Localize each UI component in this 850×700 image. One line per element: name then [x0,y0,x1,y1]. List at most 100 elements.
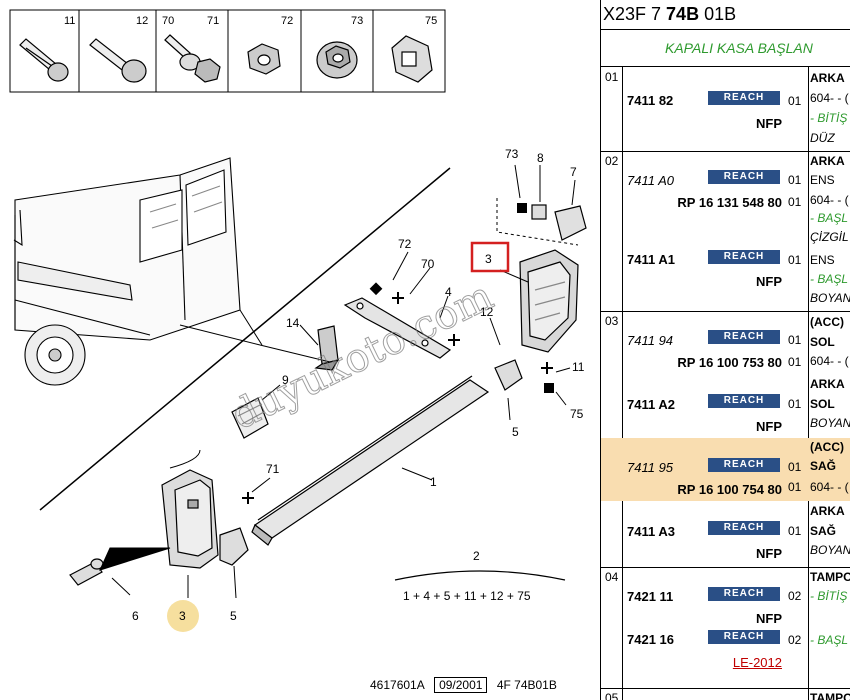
footer-code: 4F 74B01B [496,678,557,692]
part-number[interactable]: 7411 A2 [627,397,675,412]
callout-71: 71 [266,462,280,476]
description-line: - BİTİŞ [810,111,848,125]
quantity: 01 [788,195,802,209]
cap-part-5-upper [494,359,523,391]
icon-label-75: 75 [425,15,437,27]
table-row[interactable]: 7411 A0 REACH 01 01 RP 16 131 548 80 ARK… [601,151,850,249]
description-line: 604- - ( [810,354,849,368]
callout-7: 7 [570,165,577,179]
part-number[interactable]: 7411 A0 [627,173,674,188]
callout-11: 11 [572,360,585,374]
fastener-icon-strip [9,9,446,93]
group-number: 02 [605,154,619,168]
quantity: 01 [788,94,802,108]
quantity: 01 [788,524,802,538]
callout-3-lower: 3 [179,609,186,623]
parts-group-05: 05 TAMPO [601,688,850,700]
hex-nut-icon [247,43,281,75]
parts-group-01: 01 7411 82 REACH 01 NFP ARKA 604- - ( - … [601,67,850,152]
table-row[interactable]: 7411 A1 REACH 01 NFP ENS - BAŞL BOYAN [601,249,850,311]
part-number[interactable]: 7411 A3 [627,524,675,539]
part-number[interactable]: 7411 95 [627,460,674,475]
description-line: ARKA [810,377,845,391]
table-row-highlighted[interactable]: 7411 95 REACH 01 01 RP 16 100 754 80 (AC… [601,438,850,501]
table-row[interactable]: 7411 A3 REACH 01 NFP ARKA SAĞ BOYAN [601,501,850,567]
quantity: 01 [788,355,802,369]
callout-75: 75 [570,407,584,421]
description-line: SAĞ [810,524,837,538]
part-code: RP 16 131 548 80 [677,195,782,210]
description-line: - BAŞL [810,211,849,225]
parts-table-panel: X23F 7 74B 01B KAPALI KASA BAŞLAN 01 741… [600,0,850,700]
quantity: 01 [788,173,802,187]
section-subtitle: KAPALI KASA BAŞLAN [601,30,850,67]
table-row[interactable]: 7411 A2 REACH 01 NFP ARKA SOL BOYAN [601,371,850,437]
cap-part-5-lower [219,527,249,566]
part-number[interactable]: 7411 A1 [627,252,675,267]
formula-brace [394,570,566,581]
part-number[interactable]: 7411 94 [627,333,674,348]
van-pointer [179,309,263,346]
reach-badge: REACH [708,630,780,644]
description-line: DÜZ [810,131,835,145]
strip-part-9 [231,397,269,439]
table-row[interactable]: 7421 11 REACH 02 NFP TAMPO - BİTİŞ [601,567,850,629]
description-line: SAĞ [810,459,837,473]
part-number[interactable]: 7411 82 [627,93,674,108]
col-divider [622,151,623,311]
square-nut-part-72 [369,282,383,296]
callout-8: 8 [537,151,544,165]
col-divider [808,567,809,688]
plug-part-6 [69,558,104,586]
formula-text: 1 + 4 + 5 + 11 + 12 + 75 [403,589,531,603]
clip-fastener-icon [391,35,433,83]
parts-group-02: 02 7411 A0 REACH 01 01 RP 16 131 548 80 … [601,151,850,312]
description-line: - BİTİŞ [810,589,848,603]
group-number: 04 [605,570,619,584]
group-number: 01 [605,70,619,84]
description-line: SOL [810,397,835,411]
carriage-bolt-icon [89,38,147,83]
icon-label-71: 71 [207,15,219,27]
reach-badge: REACH [708,170,780,184]
icon-label-12: 12 [136,15,148,27]
bracket-part-4 [343,297,452,359]
table-row[interactable]: 7411 94 REACH 01 01 RP 16 100 753 80 (AC… [601,311,850,371]
quantity: 02 [788,633,802,647]
callout-5-lower: 5 [230,609,237,623]
description-line: BOYAN [810,291,850,305]
description-line: - BAŞL [810,272,849,286]
cap-part-7 [554,205,587,241]
callout-2: 2 [473,549,480,563]
description-line: ENS [810,173,835,187]
part-code: NFP [756,611,782,626]
table-row[interactable]: 7411 82 REACH 01 NFP ARKA 604- - ( - BİT… [601,67,850,151]
quantity: 01 [788,333,802,347]
part-number[interactable]: 7421 16 [627,632,674,647]
description-line: ENS [810,253,835,267]
table-row[interactable]: 7421 16 REACH 02 LE-2012 - BAŞL [601,629,850,688]
icon-label-70: 70 [162,15,174,27]
header-prefix: X23F 7 [603,4,667,24]
header-bold-code: 74B [666,4,700,24]
col-divider [808,688,809,700]
callout-72: 72 [398,237,412,251]
description-line: BOYAN [810,543,850,557]
col-divider [622,67,623,151]
flange-nut-icon [316,41,358,79]
sill-strip-part-1 [251,375,490,546]
callout-73: 73 [505,147,519,161]
col-divider [808,151,809,311]
col-divider [622,567,623,688]
part-number[interactable]: 7421 11 [627,589,674,604]
part-code-link[interactable]: LE-2012 [732,655,782,670]
description-line: (ACC) [810,440,844,454]
parts-group-04: 04 7421 11 REACH 02 NFP TAMPO - BİTİŞ 74… [601,567,850,689]
exploded-parts-diagram: 11 12 70 71 72 73 75 [9,9,587,693]
icon-label-11: 11 [64,15,75,27]
callout-6: 6 [132,609,139,623]
leader-lines [99,164,576,599]
description-line: TAMPO [810,570,850,584]
quantity: 01 [788,460,802,474]
description-line: ÇİZGİL [810,230,849,244]
